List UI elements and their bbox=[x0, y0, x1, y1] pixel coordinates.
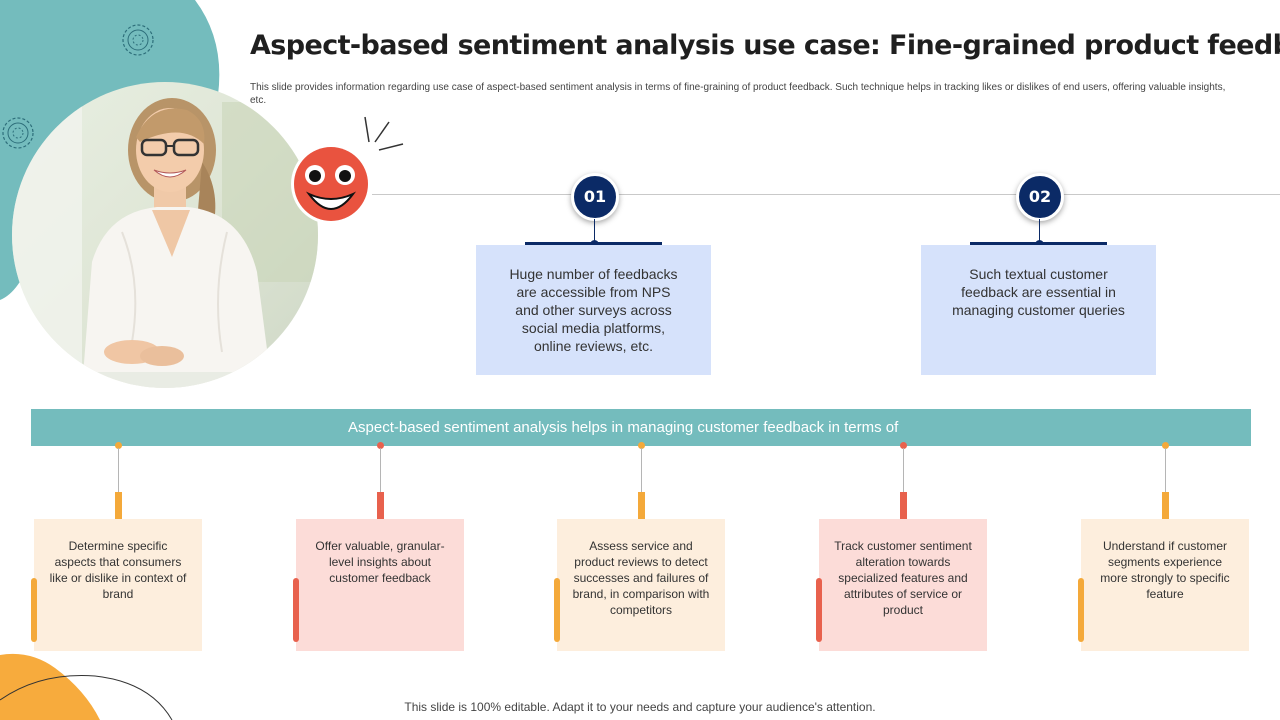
connector-bar bbox=[377, 492, 384, 519]
step-stem bbox=[594, 219, 595, 245]
connector-dot bbox=[1162, 442, 1169, 449]
aspect-side-bar bbox=[816, 578, 822, 642]
page-title: Aspect-based sentiment analysis use case… bbox=[250, 30, 1280, 61]
connector-bar bbox=[115, 492, 122, 519]
step-number-badge: 02 bbox=[1016, 173, 1064, 221]
aspect-card: Determine specific aspects that consumer… bbox=[34, 519, 202, 651]
aspect-side-bar bbox=[31, 578, 37, 642]
connector-dot bbox=[377, 442, 384, 449]
connector-dot bbox=[900, 442, 907, 449]
aspect-side-bar bbox=[293, 578, 299, 642]
smiley-emoji-icon bbox=[291, 116, 404, 224]
connector-line bbox=[118, 448, 119, 492]
connector-bar bbox=[638, 492, 645, 519]
step-number-badge: 01 bbox=[571, 173, 619, 221]
curve-line bbox=[0, 675, 173, 720]
aspect-card: Understand if customer segments experien… bbox=[1081, 519, 1249, 651]
gear-icon bbox=[122, 24, 154, 56]
page-subtitle: This slide provides information regardin… bbox=[250, 82, 1226, 106]
step-stem bbox=[1039, 219, 1040, 245]
connector-bar bbox=[900, 492, 907, 519]
connector-dot bbox=[115, 442, 122, 449]
aspect-side-bar bbox=[554, 578, 560, 642]
connector-line bbox=[903, 448, 904, 492]
connector-line bbox=[641, 448, 642, 492]
aspect-card: Offer valuable, granular-level insights … bbox=[296, 519, 464, 651]
step-dot bbox=[590, 240, 599, 249]
aspect-card: Track customer sentiment alteration towa… bbox=[819, 519, 987, 651]
connector-line bbox=[380, 448, 381, 492]
aspect-side-bar bbox=[1078, 578, 1084, 642]
person-photo bbox=[12, 82, 318, 388]
orange-blob bbox=[0, 653, 100, 720]
step-box: Huge number of feedbacks are accessible … bbox=[476, 245, 711, 375]
gear-icon bbox=[2, 117, 34, 149]
banner: Aspect-based sentiment analysis helps in… bbox=[31, 409, 1251, 446]
timeline-line bbox=[372, 194, 1280, 195]
connector-bar bbox=[1162, 492, 1169, 519]
step-dot bbox=[1035, 240, 1044, 249]
connector-dot bbox=[638, 442, 645, 449]
connector-line bbox=[1165, 448, 1166, 492]
aspect-card: Assess service and product reviews to de… bbox=[557, 519, 725, 651]
step-box: Such textual customer feedback are essen… bbox=[921, 245, 1156, 375]
footer-note: This slide is 100% editable. Adapt it to… bbox=[404, 700, 876, 714]
